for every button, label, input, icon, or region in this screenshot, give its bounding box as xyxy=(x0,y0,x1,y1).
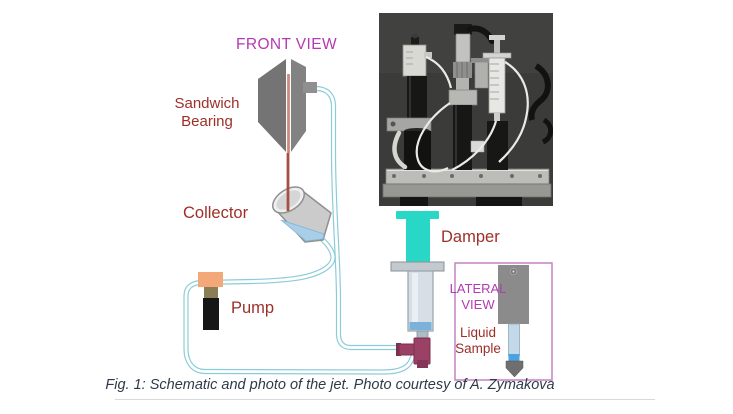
pump-body xyxy=(203,298,219,330)
lateral-nozzle-tip xyxy=(505,360,524,378)
caption-underline xyxy=(115,399,655,400)
photo-base-plate xyxy=(382,168,552,206)
collector-liquid xyxy=(280,219,325,242)
pump-label: Pump xyxy=(231,299,275,317)
photo-cables xyxy=(528,63,553,145)
damper-plunger-rod xyxy=(406,218,430,264)
sandwich-bearing-shape xyxy=(258,59,317,152)
liquid-sample-label: Liquid Sample xyxy=(455,325,501,356)
lateral-view-label: LATERAL VIEW xyxy=(449,281,507,313)
pump-cap xyxy=(198,272,223,287)
collector-shape xyxy=(271,186,332,243)
collector-label: Collector xyxy=(183,204,249,222)
bearing-right-half xyxy=(291,59,306,152)
photo-tubing xyxy=(415,55,529,173)
jet-line xyxy=(286,74,290,211)
tubing xyxy=(183,85,423,375)
t-connector xyxy=(396,337,431,368)
bearing-left-half xyxy=(258,59,286,152)
front-view-label: FRONT VIEW xyxy=(236,36,338,53)
bearing-outlet-stub xyxy=(303,82,317,93)
t-connector-arm xyxy=(398,343,416,356)
lateral-view-panel xyxy=(454,262,553,381)
photo-jet-apparatus xyxy=(379,13,553,206)
pump-loop-tube xyxy=(183,232,423,375)
figure-caption: Fig. 1: Schematic and photo of the jet. … xyxy=(105,377,555,393)
lateral-capillary-liquid xyxy=(508,354,520,363)
syringe-liquid xyxy=(409,322,432,330)
syringe-barrel-highlight xyxy=(412,273,418,329)
pump-shape xyxy=(198,272,223,330)
damper-label: Damper xyxy=(441,228,500,246)
lateral-capillary xyxy=(508,323,520,357)
pump-loop-tube-core xyxy=(184,233,422,374)
sandwich-bearing-label: Sandwich Bearing xyxy=(174,95,240,130)
damper-plunger-cap xyxy=(396,211,439,219)
pump-neck xyxy=(204,287,218,298)
t-connector-tip xyxy=(417,360,428,368)
syringe-nozzle xyxy=(416,330,429,339)
bearing-outlet-tube-core xyxy=(314,87,401,349)
damper-syringe xyxy=(390,211,445,339)
syringe-flange xyxy=(390,261,445,272)
lateral-bearing-screw-dot xyxy=(512,270,515,273)
